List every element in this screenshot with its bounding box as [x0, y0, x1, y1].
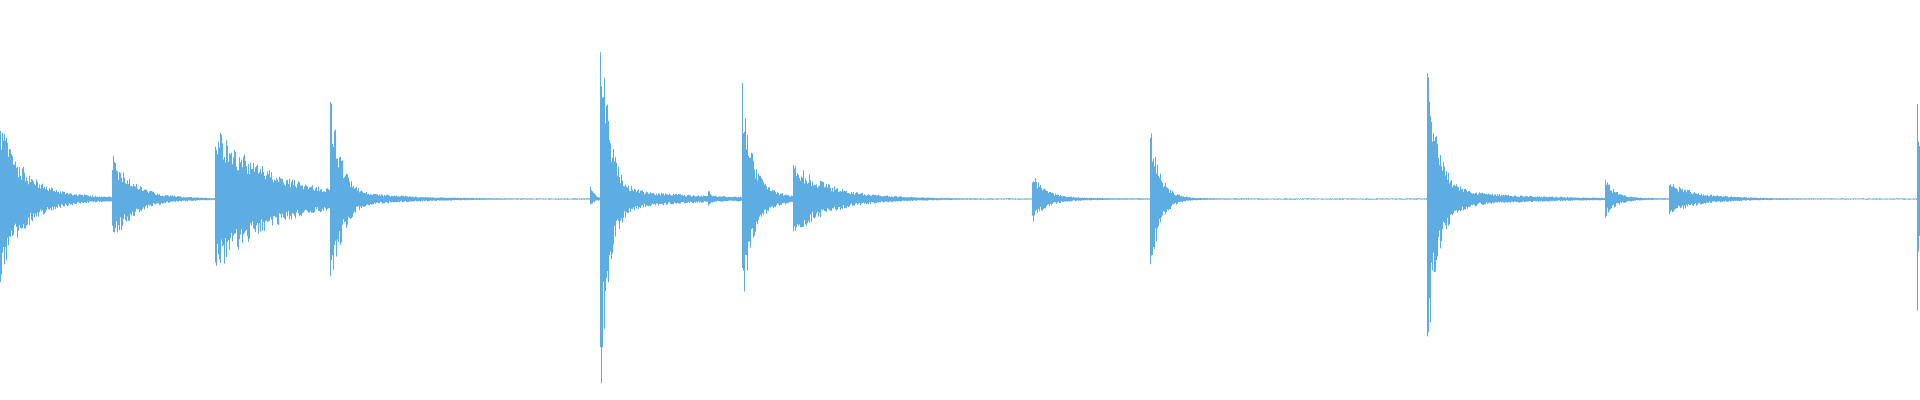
- waveform-path: [0, 52, 1920, 384]
